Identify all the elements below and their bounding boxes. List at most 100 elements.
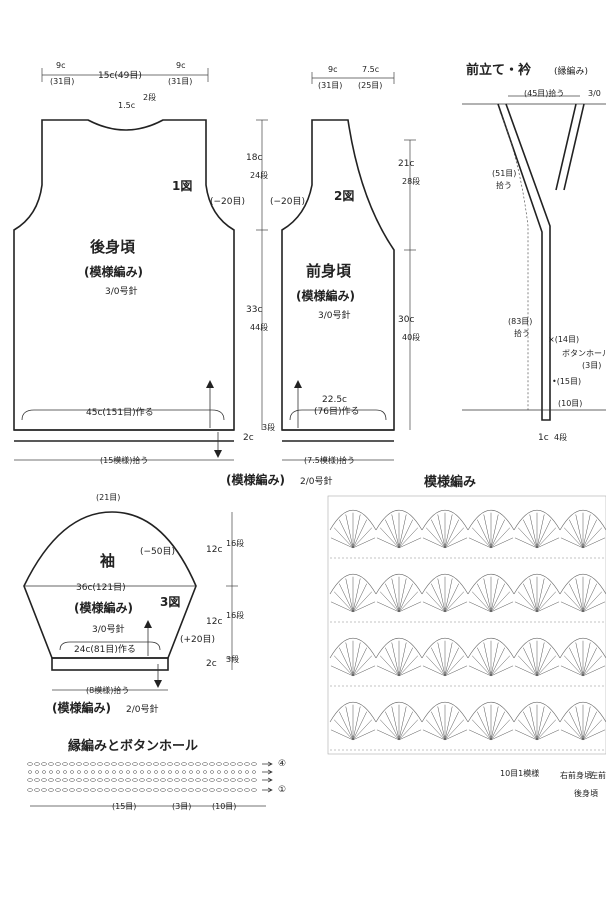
chart-fan-motif	[559, 574, 606, 613]
back-ribbing-needle: 2/0号針	[300, 475, 333, 487]
sleeve-body-rows: 16段	[226, 610, 244, 620]
sleeve-cast-on: 24c(81目)作る	[74, 643, 136, 655]
chart-right-front: 右前身頃	[560, 770, 592, 780]
back-needle: 3/0号針	[105, 285, 138, 297]
edging-span-1: (15目)	[112, 802, 136, 811]
sleeve-edge-rows: 3段	[226, 654, 239, 664]
edging-row	[27, 761, 273, 767]
sleeve-outline	[23, 511, 197, 659]
edge-rows: 3段	[262, 422, 275, 432]
front-top-left-sts: (31目)	[318, 81, 342, 90]
chart-fan-motif	[421, 574, 469, 613]
back-pickup: (15模様)拾う	[100, 455, 148, 465]
front-outline	[281, 119, 395, 431]
chart-fan-motif	[375, 638, 423, 677]
front-pickup: (7.5模様)拾う	[304, 455, 355, 465]
back-title: 後身頃	[89, 238, 136, 256]
back-top-left: 9c	[56, 61, 66, 70]
band-sts-15: •(15目)	[552, 377, 581, 386]
front-top-left: 9c	[328, 65, 338, 74]
back-top-right-sts: (31目)	[168, 77, 192, 86]
sleeve-edge-length: 2c	[206, 659, 217, 669]
chart-fan-motif	[559, 638, 606, 677]
band-title-note: (縁編み)	[554, 65, 588, 77]
stitch-chart: 模様編み 10目1模様 右前身頃 後身頃 左前身頃	[327, 474, 606, 798]
chart-fan-motif	[329, 702, 377, 741]
front-lower-rows: 40段	[402, 332, 420, 342]
chart-fan-motif	[559, 702, 606, 741]
sleeve-pattern: (模様編み)	[74, 600, 133, 615]
back-cast-on: 45c(151目)作る	[86, 406, 154, 418]
front-upper-rows: 28段	[402, 176, 420, 186]
chart-fan-motif	[375, 702, 423, 741]
chart-back: 後身頃	[574, 788, 598, 798]
back-top-mid: 15c(49目)	[98, 70, 142, 81]
front-top-right: 7.5c	[362, 65, 379, 74]
sleeve-needle: 3/0号針	[92, 623, 125, 635]
band-front-pickup-2: 拾う	[514, 328, 530, 338]
armhole-rows: 24段	[250, 170, 268, 180]
edging-span-3: (10目)	[212, 802, 236, 811]
sleeve-increase: (+20目)	[180, 634, 215, 645]
band-neck-pickup: (51目)	[492, 169, 516, 178]
back-ribbing-label: (模様編み)	[226, 472, 285, 487]
sleeve-cap-rows: 16段	[226, 538, 244, 548]
chart-repeat: 10目1模様	[500, 768, 539, 778]
chart-fan-motif	[421, 702, 469, 741]
chart-fan-motif	[559, 510, 606, 549]
chart-fan-motif	[513, 574, 561, 613]
sleeve-top: (21目)	[96, 493, 120, 502]
front-needle: 3/0号針	[318, 309, 351, 321]
chart-title: 模様編み	[424, 474, 476, 490]
front-band-collar: 前立て・衿 (縁編み) (45目)拾う 3/0 (51目) 拾う (83目) 拾…	[462, 62, 606, 443]
band-sts-10: (10目)	[558, 399, 582, 408]
back-top-right: 9c	[176, 61, 186, 70]
chart-fan-motif	[329, 510, 377, 549]
band-title: 前立て・衿	[466, 62, 531, 78]
front-top-right-sts: (25目)	[358, 81, 382, 90]
chart-motif-grid	[329, 510, 606, 751]
chart-fan-motif	[467, 702, 515, 741]
front-pattern: (模様編み)	[296, 288, 355, 303]
edge-length: 2c	[243, 433, 254, 443]
sleeve-ribbing-needle: 2/0号針	[126, 703, 159, 715]
chart-fan-motif	[329, 574, 377, 613]
edging-chart: 縁編みとボタンホール ④ ① (15目) (3目) (10目)	[27, 738, 286, 811]
chart-left-front: 左前身頃	[590, 770, 606, 780]
edging-row	[27, 777, 273, 783]
sleeve-pickup: (8模様)拾う	[86, 685, 129, 695]
chart-fan-motif	[467, 510, 515, 549]
chart-fan-motif	[467, 574, 515, 613]
chart-fan-motif	[421, 510, 469, 549]
band-buttonhole-num: (3目)	[582, 361, 601, 370]
band-sts-14: ×(14目)	[548, 335, 579, 344]
front-upper-length: 21c	[398, 159, 414, 169]
sleeve-title: 袖	[100, 552, 115, 570]
front-cast-on-sts: (76目)作る	[314, 405, 359, 417]
edging-title: 縁編みとボタンホール	[68, 738, 198, 754]
back-decrease: (−20目)	[210, 196, 245, 207]
back-outline	[13, 119, 235, 431]
band-width: 1c	[538, 433, 549, 443]
chart-fan-motif	[421, 638, 469, 677]
front-piece: 9c (31目) 7.5c (25目) 2図 前身頃 (模様編み) 3/0号針 …	[281, 65, 420, 465]
edging-span-2: (3目)	[172, 802, 191, 811]
band-buttonhole: ボタンホール	[562, 349, 606, 358]
body-rows: 44段	[250, 322, 268, 332]
chart-fan-motif	[513, 638, 561, 677]
sleeve-width: 36c(121目)	[76, 582, 126, 593]
sleeve-body-length: 12c	[206, 617, 222, 627]
band-top-right: 3/0	[588, 89, 601, 98]
armhole-length: 18c	[246, 153, 262, 163]
edging-row-4: ④	[278, 759, 286, 769]
chart-fan-motif	[375, 510, 423, 549]
band-top-pickup: (45目)拾う	[524, 88, 564, 98]
band-outline	[497, 103, 585, 421]
chart-fan-motif	[513, 510, 561, 549]
edging-row-1: ①	[278, 785, 286, 795]
edging-row	[28, 769, 273, 775]
back-figure-number: 1図	[172, 179, 192, 193]
edging-row	[27, 787, 273, 793]
chart-fan-motif	[375, 574, 423, 613]
sleeve-cap-length: 12c	[206, 545, 222, 555]
